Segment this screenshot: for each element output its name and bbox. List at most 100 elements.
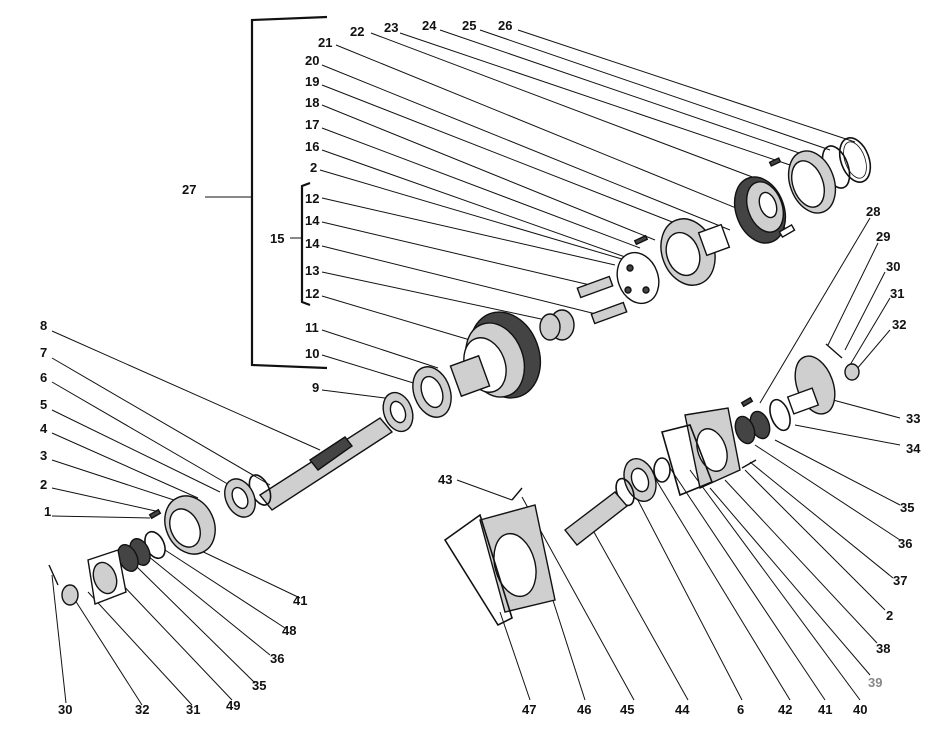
callout-22: 22 <box>350 24 364 39</box>
callout-4: 4 <box>40 421 48 436</box>
callout-8: 8 <box>40 318 47 333</box>
callout-18: 18 <box>305 95 319 110</box>
callout-11: 11 <box>305 320 319 335</box>
part-6-bearing-left <box>224 478 256 518</box>
part-1-pin <box>148 508 162 520</box>
part-35-36-seals-right <box>734 410 771 445</box>
part-32-nut-left <box>61 584 79 606</box>
part-14-planet-axle-b <box>590 301 628 325</box>
callout-41-right: 41 <box>818 702 832 717</box>
callout-48: 48 <box>282 623 296 638</box>
callout-32-left: 32 <box>135 702 149 717</box>
part-44-splined-shaft <box>564 491 629 546</box>
callout-31-left: 31 <box>186 702 200 717</box>
part-11-crown-gear <box>449 311 542 399</box>
callout-1: 1 <box>44 504 51 519</box>
callout-7: 7 <box>40 345 47 360</box>
part-47-gasket <box>443 513 513 627</box>
part-40-gasket <box>661 424 714 497</box>
callout-30-left: 30 <box>58 702 72 717</box>
part-43-bolt <box>511 487 523 501</box>
callout-12-lower: 12 <box>305 286 319 301</box>
part-46-housing <box>479 504 556 613</box>
callout-19: 19 <box>305 74 319 89</box>
callout-20: 20 <box>305 53 319 68</box>
part-30-cotter-right <box>825 343 843 359</box>
callout-5: 5 <box>40 397 47 412</box>
callout-6-left: 6 <box>40 370 47 385</box>
callout-35-left: 35 <box>252 678 266 693</box>
callout-46: 46 <box>577 702 591 717</box>
part-13-planet-gear <box>539 309 575 341</box>
leader-lines <box>51 29 901 706</box>
part-3-housing <box>164 495 216 555</box>
callout-13: 13 <box>305 263 319 278</box>
part-14-planet-axle-a <box>576 275 614 299</box>
part-16-planet-carrier-plate <box>616 251 660 305</box>
callout-14-lower: 14 <box>305 236 320 251</box>
part-34-ring <box>769 398 791 432</box>
part-49-flange-cover <box>87 549 127 605</box>
part-20-sun-gear-hub <box>660 218 731 286</box>
callout-43: 43 <box>438 472 452 487</box>
part-38-housing <box>684 407 741 489</box>
callout-26: 26 <box>498 18 512 33</box>
part-8-splined-shaft <box>258 417 394 511</box>
callout-47: 47 <box>522 702 536 717</box>
callout-37: 37 <box>893 573 907 588</box>
callout-36-left: 36 <box>270 651 284 666</box>
part-24-ring-gear <box>787 150 837 214</box>
callout-21: 21 <box>318 35 332 50</box>
callout-6-right: 6 <box>737 702 744 717</box>
bracket-15 <box>290 181 311 307</box>
callout-25: 25 <box>462 18 476 33</box>
callout-16: 16 <box>305 139 319 154</box>
callout-28: 28 <box>866 204 880 219</box>
callout-40: 40 <box>853 702 867 717</box>
callout-38: 38 <box>876 641 890 656</box>
callout-27: 27 <box>182 182 196 197</box>
part-9-bearing <box>382 391 414 433</box>
part-6-bearing-right <box>623 457 657 503</box>
callout-2-right: 2 <box>886 608 893 623</box>
part-28-pin <box>740 396 754 408</box>
callout-30-right: 30 <box>886 259 900 274</box>
callout-45: 45 <box>620 702 634 717</box>
part-30-cotter-left <box>48 564 59 586</box>
callout-42: 42 <box>778 702 792 717</box>
callout-33: 33 <box>906 411 920 426</box>
callout-35-right: 35 <box>900 500 914 515</box>
part-26-snap-ring <box>838 137 872 183</box>
callout-23: 23 <box>384 20 398 35</box>
part-33-flange <box>786 355 836 415</box>
callout-2-left: 2 <box>40 477 47 492</box>
callout-29: 29 <box>876 229 890 244</box>
callout-17: 17 <box>305 117 319 132</box>
part-42-ring <box>653 457 671 483</box>
callout-34: 34 <box>906 441 921 456</box>
callout-15: 15 <box>270 231 284 246</box>
callout-labels: 27 22 23 24 25 26 21 20 19 18 17 16 2 12… <box>40 18 921 717</box>
part-10-bearing <box>412 366 452 418</box>
callout-9: 9 <box>312 380 319 395</box>
callout-10: 10 <box>305 346 319 361</box>
part-32-nut-right <box>844 363 860 381</box>
part-22-pin <box>768 157 782 167</box>
callout-12-upper: 12 <box>305 191 319 206</box>
part-19-pin <box>633 234 649 246</box>
callout-14-upper: 14 <box>305 213 320 228</box>
callout-49: 49 <box>226 698 240 713</box>
callout-24: 24 <box>422 18 437 33</box>
callout-36-right: 36 <box>898 536 912 551</box>
callout-41-left: 41 <box>293 593 307 608</box>
callout-44: 44 <box>675 702 690 717</box>
callout-2-upper: 2 <box>310 160 317 175</box>
part-21-carrier-housing <box>733 176 796 244</box>
callout-39: 39 <box>868 675 882 690</box>
callout-3: 3 <box>40 448 47 463</box>
part-39-bolt <box>741 459 757 469</box>
callout-31-right: 31 <box>890 286 904 301</box>
callout-32-right: 32 <box>892 317 906 332</box>
bracket-27 <box>205 15 328 370</box>
